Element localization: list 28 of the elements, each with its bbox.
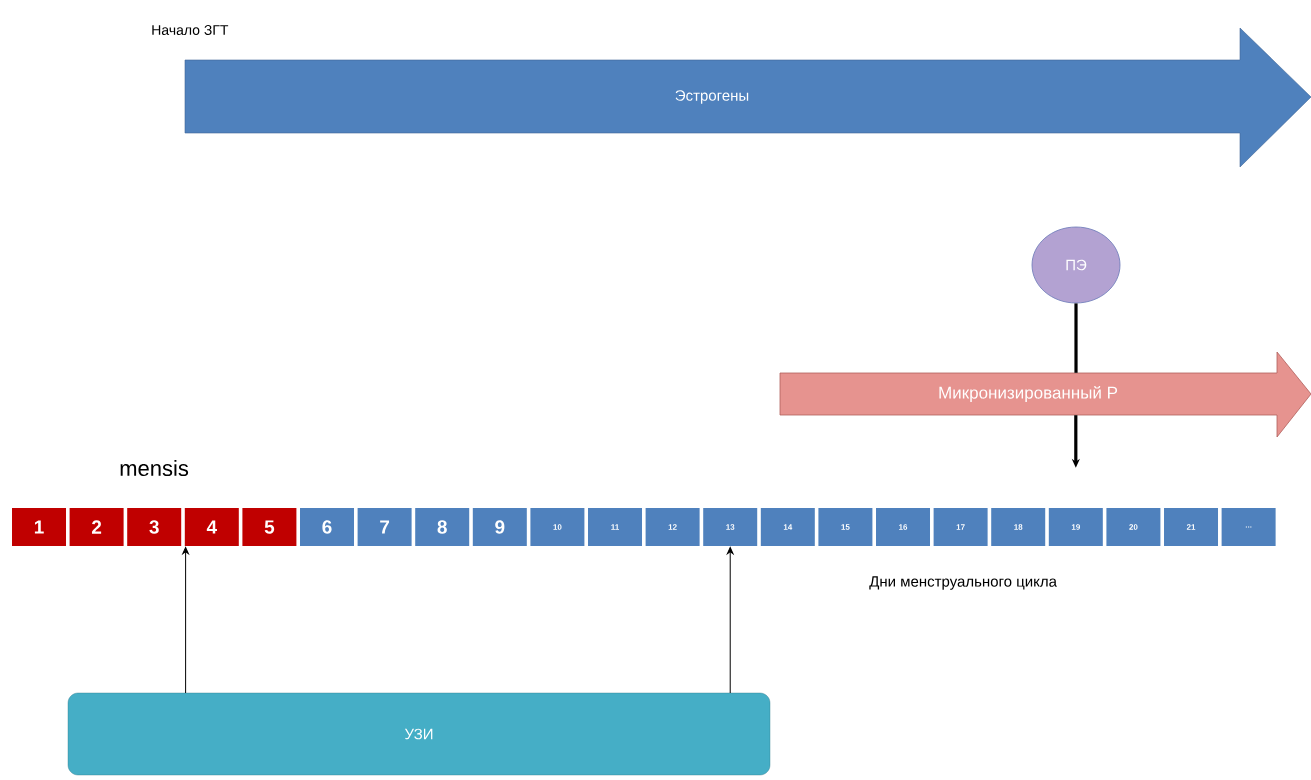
day-box: 14 — [760, 508, 815, 546]
day-box: 18 — [991, 508, 1046, 546]
day-box: 12 — [645, 508, 700, 546]
day-box: 3 — [127, 508, 182, 546]
day-box: 9 — [472, 508, 527, 546]
day-box: 15 — [818, 508, 873, 546]
day-box: 1 — [12, 508, 66, 546]
day-box: 5 — [242, 508, 297, 546]
connector-line — [1074, 303, 1078, 373]
day-box: 6 — [300, 508, 354, 546]
day-box: 13 — [703, 508, 758, 546]
day-box: 17 — [933, 508, 988, 546]
day-box: 20 — [1106, 508, 1161, 546]
day-box: 4 — [184, 508, 239, 546]
arrow — [726, 546, 734, 694]
day-box: 11 — [588, 508, 642, 546]
axis-caption: Дни менструального цикла — [869, 576, 1057, 590]
day-box: 10 — [530, 508, 585, 546]
arrow — [182, 546, 189, 694]
day-box: 8 — [415, 508, 470, 546]
rounded-box: УЗИ — [67, 692, 771, 776]
day-box: 16 — [876, 508, 930, 546]
day-box: 7 — [357, 508, 412, 546]
day-box: 19 — [1048, 508, 1103, 546]
period-label: mensis — [120, 459, 189, 477]
day-box: ... — [1221, 508, 1276, 546]
day-box: 21 — [1164, 508, 1218, 546]
day-box: 2 — [69, 508, 124, 546]
